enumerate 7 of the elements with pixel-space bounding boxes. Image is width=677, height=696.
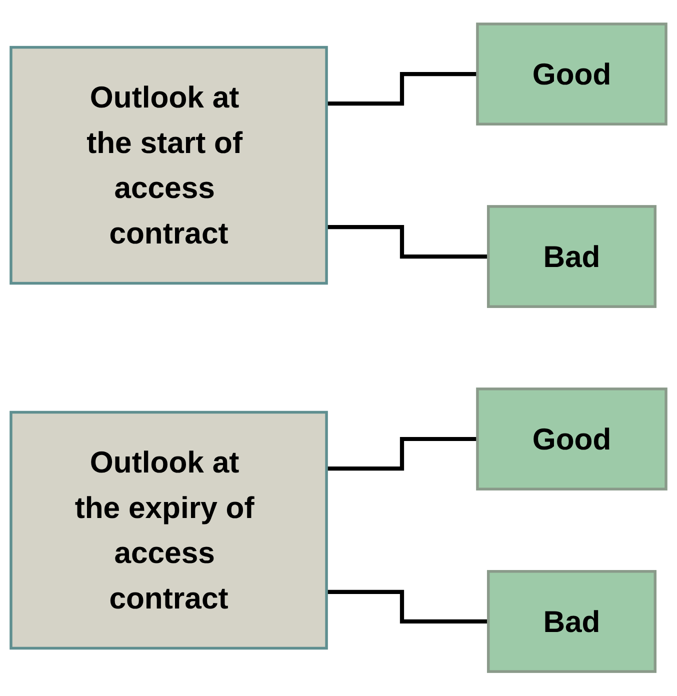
node-box (476, 388, 668, 491)
node-box (10, 46, 328, 285)
diagram: Outlook at the start of access contract Good Bad Outlook at the expiry of access contract Good Bad (0, 13, 677, 683)
node-box (476, 22, 668, 126)
node-box (10, 411, 328, 650)
node-box (486, 570, 656, 674)
node-box (486, 205, 656, 308)
